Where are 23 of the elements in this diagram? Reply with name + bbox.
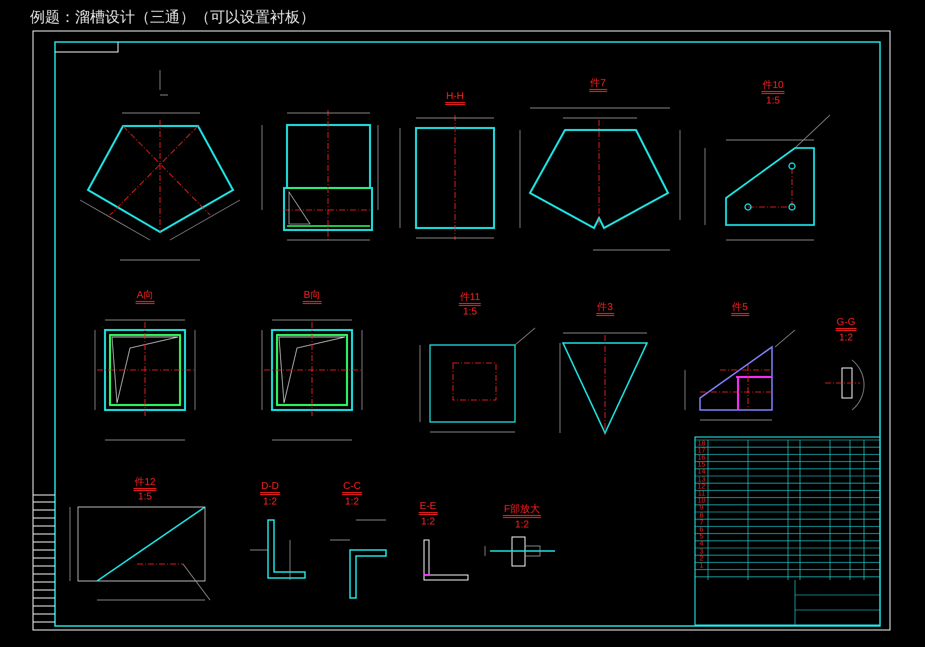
view-title: C-C [342, 481, 362, 495]
view-title: 件7 [589, 78, 607, 92]
view-title: B向 [302, 290, 322, 304]
view-title: 件10 [761, 80, 785, 94]
view-title: F部放大 [502, 504, 542, 518]
view-title: A向 [136, 290, 154, 304]
view-title: D-D [260, 481, 280, 495]
scale-label: 1:2 [515, 520, 529, 530]
view-title: 件12 [133, 477, 157, 491]
view-title: E-E [418, 501, 438, 515]
view-title: 件5 [731, 302, 749, 316]
scale-label: 1:5 [766, 96, 780, 106]
scale-label: 1:2 [839, 332, 853, 344]
drawing-title: 例题：溜槽设计（三通）（可以设置衬板） [30, 8, 315, 27]
scale-label: 1:5 [138, 492, 152, 502]
view-title: G-G [836, 317, 856, 331]
view-title: 件11 [458, 292, 482, 306]
scale-label: 1:2 [421, 516, 435, 528]
view-title: H-H [445, 91, 465, 105]
scale-label: 1:2 [345, 496, 359, 508]
view-title: 件3 [596, 302, 614, 316]
scale-label: 1:2 [263, 496, 277, 508]
scale-label: 1:5 [463, 306, 477, 318]
